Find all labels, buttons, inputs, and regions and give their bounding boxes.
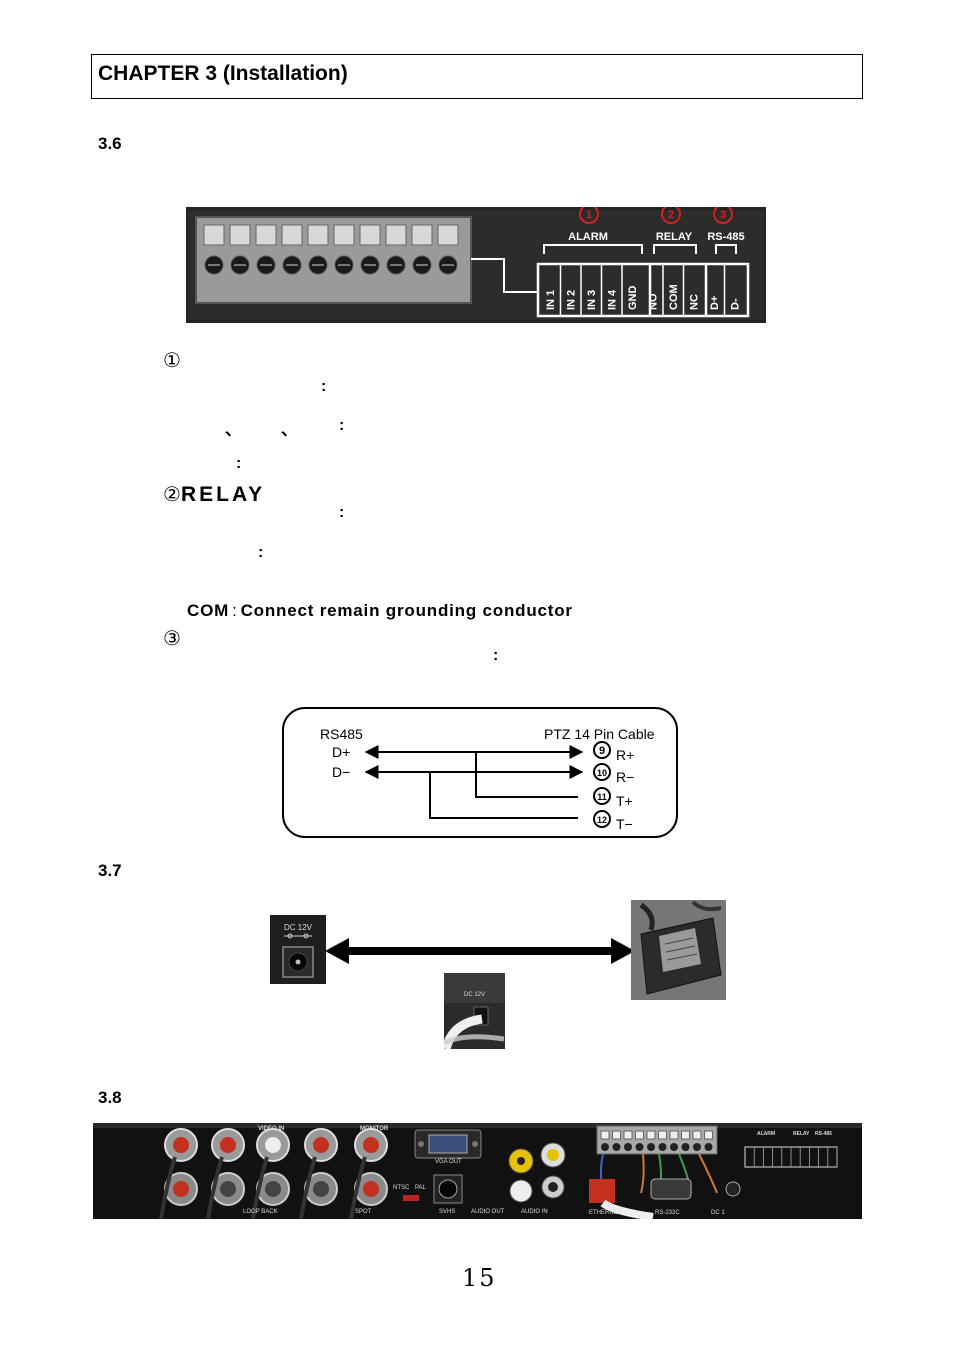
- terminal-pin-label: D+: [709, 296, 721, 310]
- panel-label-dc: DC 1: [711, 1210, 725, 1216]
- item-2-colon-b: :: [258, 544, 264, 561]
- panel-label-audio-out: AUDIO OUT: [471, 1209, 505, 1215]
- dc-plug-label: DC 12V: [464, 992, 485, 998]
- pin-number: 10: [597, 768, 607, 778]
- panel-label-vga-out: VGA OUT: [435, 1159, 462, 1165]
- terminal-pin-label: IN 1: [545, 290, 557, 310]
- item-1-colon-a: :: [321, 378, 327, 395]
- terminal-pin-label: NC: [689, 294, 701, 310]
- panel-label-ethernet: ETHERNET: [589, 1210, 622, 1216]
- panel-label-loop-back: LOOP BACK: [243, 1209, 278, 1215]
- diagram-pin-dminus: D−: [332, 764, 350, 780]
- com-description: COM:Connect remain grounding conductor: [187, 601, 573, 621]
- dc-jack-label: DC 12V: [284, 923, 313, 932]
- pin-label: T+: [616, 793, 633, 809]
- rear-panel-photo: VIDEO IN MONITOR LOOP BACK SPOT VGA OUT …: [93, 1123, 862, 1219]
- pin-number: 9: [599, 745, 605, 757]
- panel-label-video-in: VIDEO IN: [258, 1126, 284, 1132]
- item-3-colon: :: [493, 647, 499, 664]
- section-number-3-8: 3.8: [98, 1088, 122, 1107]
- dc-plug-photo: DC 12V: [444, 973, 505, 1049]
- diagram-right-title: PTZ 14 Pin Cable: [544, 726, 655, 742]
- com-label: COM: [187, 601, 230, 620]
- panel-label-relay: RELAY: [793, 1131, 810, 1137]
- power-adapter-photo: [631, 900, 726, 1000]
- pin-label: R+: [616, 747, 634, 763]
- panel-label-ntsc: NTSC: [393, 1185, 410, 1191]
- svg-text:2: 2: [668, 209, 674, 221]
- item-1-separator-b: 、: [281, 422, 298, 439]
- item-1-colon-c: :: [236, 455, 242, 472]
- terminal-pin-label: D-: [730, 298, 742, 310]
- panel-label-spot: SPOT: [355, 1209, 372, 1215]
- panel-label-monitor: MONITOR: [360, 1126, 389, 1132]
- pin-label: R−: [616, 769, 634, 785]
- panel-label-alarm: ALARM: [757, 1131, 775, 1137]
- panel-label-audio-in: AUDIO IN: [521, 1209, 548, 1215]
- pin-number-circle: [593, 741, 611, 759]
- section-number-3-6: 3.6: [98, 134, 122, 153]
- item-1-marker: ①: [163, 350, 181, 372]
- terminal-pin-label: IN 3: [586, 290, 598, 310]
- terminal-pin-label: IN 2: [566, 290, 578, 310]
- pin-number: 11: [597, 792, 607, 802]
- alarm-group-label: ALARM: [568, 231, 608, 243]
- page-number: 15: [462, 1264, 497, 1292]
- item-3-marker: ③: [163, 628, 181, 650]
- terminal-pin-label: COM: [668, 284, 680, 310]
- pin-number-circle: [593, 787, 611, 805]
- connection-arrow: [325, 938, 635, 964]
- item-1-separator-a: 、: [225, 422, 242, 439]
- com-text: Connect remain grounding conductor: [240, 601, 573, 620]
- pin-label: T−: [616, 816, 633, 832]
- panel-label-rs485: RS-485: [815, 1131, 832, 1137]
- pin-number-circle: [593, 763, 611, 781]
- dc-jack-photo: DC 12V: [270, 915, 326, 984]
- item-2-colon-a: :: [339, 504, 345, 521]
- pin-number-circle: [593, 810, 611, 828]
- panel-label-svhs: SVHS: [439, 1209, 455, 1215]
- terminal-pin-label: IN 4: [607, 289, 619, 310]
- item-1-colon-b: :: [339, 417, 345, 434]
- diagram-pin-dplus: D+: [332, 744, 350, 760]
- diagram-left-title: RS485: [320, 726, 363, 742]
- svg-text:3: 3: [720, 209, 726, 221]
- panel-label-rs232c: RS-232C: [655, 1210, 680, 1216]
- pin-number: 12: [597, 815, 607, 825]
- rs485-wiring-diagram: RS485 PTZ 14 Pin Cable D+ D− 9 R+ 10 R− 11 T+…: [282, 707, 678, 838]
- terminal-pin-label: GND: [627, 286, 639, 311]
- section-number-3-7: 3.7: [98, 861, 122, 880]
- alarm-terminal-photo: IN 1 IN 2 IN 3 IN 4 GND NO COM NC D+ D- ALARM REL…: [186, 207, 766, 323]
- item-2-heading: ②RELAY: [163, 482, 265, 507]
- svg-text:1: 1: [586, 209, 592, 221]
- rs485-group-label: RS-485: [707, 231, 744, 243]
- panel-label-pal: PAL: [415, 1185, 427, 1191]
- item-2-title: RELAY: [180, 483, 266, 506]
- item-2-marker: ②: [163, 484, 181, 506]
- com-colon: :: [232, 601, 238, 620]
- terminal-pin-label: NO: [648, 293, 660, 310]
- relay-group-label: RELAY: [656, 231, 693, 243]
- chapter-title: CHAPTER 3 (Installation): [98, 62, 348, 85]
- chapter-header-box: [91, 54, 863, 99]
